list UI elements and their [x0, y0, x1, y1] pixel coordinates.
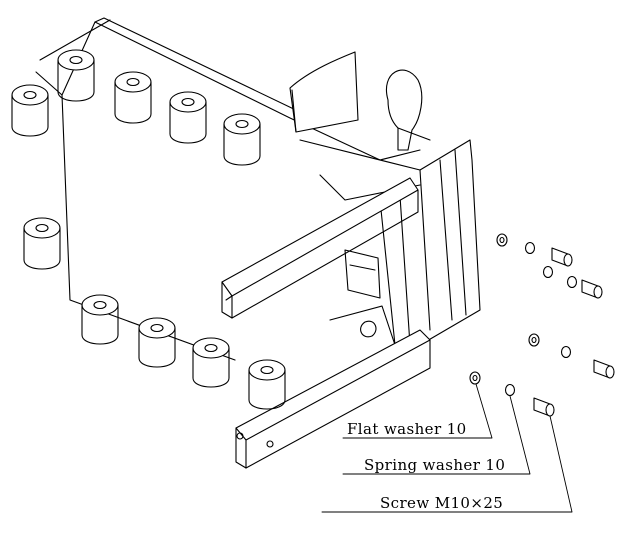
- roller-top-4: [223, 113, 261, 166]
- upper-arm-rail: [221, 177, 419, 319]
- lever-handle: [385, 69, 431, 151]
- roller-top-1: [57, 49, 95, 102]
- screw-lower-right: [593, 359, 615, 379]
- spring-washer-middle: [542, 265, 578, 289]
- spring-washer-upper: [524, 241, 536, 255]
- leader-lines: [321, 383, 573, 513]
- flat-washer-lower: [469, 371, 481, 385]
- roller-top-2: [114, 71, 152, 124]
- screw-middle: [581, 279, 603, 299]
- spring-washer-lower: [504, 383, 516, 397]
- spring-washer-lower-right: [560, 345, 572, 359]
- guard-plate: [289, 51, 359, 133]
- roller-left-upper: [11, 84, 49, 137]
- roller-bottom-3: [192, 337, 230, 388]
- flat-washer-middle: [528, 333, 540, 347]
- callout-flat-washer: Flat washer 10: [347, 420, 467, 438]
- screw-upper: [551, 247, 573, 267]
- roller-top-3: [169, 91, 207, 144]
- roller-bottom-4: [248, 359, 286, 410]
- callout-spring-washer: Spring washer 10: [364, 456, 505, 474]
- callout-screw: Screw M10×25: [380, 494, 503, 512]
- side-frame: [299, 139, 481, 351]
- roller-bottom-2: [138, 317, 176, 368]
- screw-lower: [533, 397, 555, 417]
- roller-bottom-1: [81, 294, 119, 345]
- lower-arm-rail: [235, 329, 431, 469]
- flat-washer-upper: [496, 233, 508, 247]
- roller-left-lower: [23, 217, 61, 270]
- frame-back-plate: [35, 17, 421, 361]
